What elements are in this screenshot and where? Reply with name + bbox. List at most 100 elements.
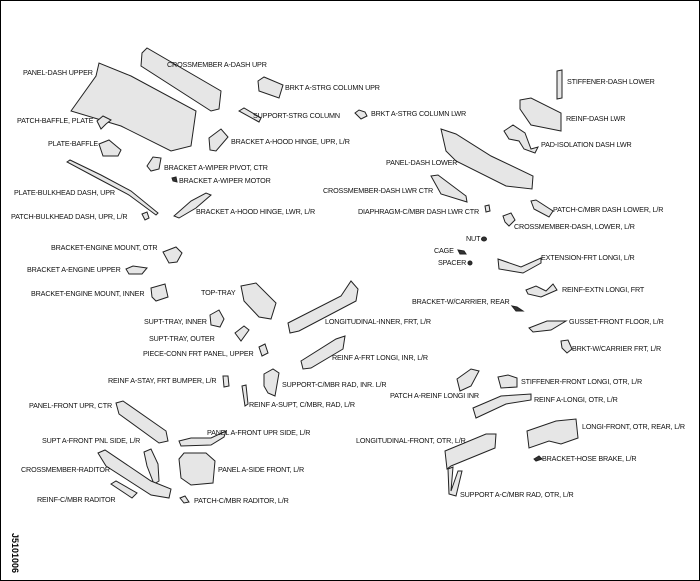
label-longitudinal-front-otr: LONGITUDINAL-FRONT, OTR, L/R xyxy=(356,436,466,445)
patch-reinf-longi-inr-part xyxy=(456,368,480,392)
spacer-part xyxy=(467,260,473,266)
label-stiffener-dash-lower: STIFFENER-DASH LOWER xyxy=(567,77,655,86)
label-brkt-wcarrier-frt: BRKT-W/CARRIER FRT, L/R xyxy=(572,344,662,353)
brkt-strg-column-upr-part xyxy=(257,76,284,99)
label-patch-cmbr-dash-lower: PATCH-C/MBR DASH LOWER, L/R xyxy=(553,205,664,214)
label-plate-baffle: PLATE-BAFFLE xyxy=(48,139,98,148)
panel-front-upr-ctr-part xyxy=(115,400,169,444)
reinf-frt-longi-inr-part xyxy=(300,335,346,370)
panel-dash-lower-part xyxy=(440,128,534,190)
top-tray-part xyxy=(240,282,277,320)
label-plate-bulkhead-dash-upr: PLATE-BULKHEAD DASH, UPR xyxy=(14,188,115,197)
reinf-cmbr-raditor-part xyxy=(110,480,138,499)
label-extension-frt-longi: EXTENSION-FRT LONGI, L/R xyxy=(541,253,635,262)
extension-frt-longi-part xyxy=(497,257,542,274)
bracket-wcarrier-rear-part xyxy=(510,305,525,312)
label-bracket-hose-brake: BRACKET-HOSE BRAKE, L/R xyxy=(542,454,637,463)
supt-tray-outer-part xyxy=(234,325,250,342)
longitudinal-front-otr-part xyxy=(444,433,497,470)
label-reinf-supt-cmbr: REINF A-SUPT, C/MBR, RAD, L/R xyxy=(249,400,355,409)
stiffener-dash-lower-part xyxy=(556,69,563,100)
label-bracket-wcarrier-rear: BRACKET-W/CARRIER, REAR xyxy=(412,297,510,306)
label-crossmember-dash-lwr-ctr: CROSSMEMBER-DASH LWR CTR xyxy=(323,186,434,195)
panel-front-upr-side-part xyxy=(178,430,227,447)
label-diaphragm: DIAPHRAGM-C/MBR DASH LWR CTR xyxy=(358,207,480,216)
crossmember-dash-lwr-ctr-part xyxy=(430,174,468,203)
brkt-strg-column-lwr-part xyxy=(354,109,368,120)
label-brkt-strg-column-upr: BRKT A-STRG COLUMN UPR xyxy=(285,83,380,92)
label-supt-tray-outer: SUPT-TRAY, OUTER xyxy=(149,334,215,343)
label-panel-side-front: PANEL A-SIDE FRONT, L/R xyxy=(218,465,305,474)
support-strg-column-part xyxy=(237,107,262,123)
bracket-wiper-pivot-part xyxy=(146,156,162,172)
reinf-extn-longi-part xyxy=(525,283,558,298)
label-longitudinal-inner: LONGITUDINAL-INNER, FRT, L/R xyxy=(325,317,431,326)
nut-part xyxy=(481,236,487,242)
label-reinf-cmbr-raditor: REINF-C/MBR RADITOR xyxy=(37,495,116,504)
label-brkt-strg-column-lwr: BRKT A-STRG COLUMN LWR xyxy=(371,109,467,118)
bracket-engine-mount-inner-part xyxy=(150,283,169,302)
support-cmbr-rad-otr-part xyxy=(447,466,463,497)
label-top-tray: TOP-TRAY xyxy=(201,288,236,297)
label-crossmember-a-dash-upr: CROSSMEMBER A-DASH UPR xyxy=(167,60,267,69)
label-nut: NUT xyxy=(466,234,481,243)
label-cage: CAGE xyxy=(434,246,454,255)
longitudinal-inner-part xyxy=(287,280,359,334)
pad-isolation-dash-lwr-part xyxy=(503,124,539,154)
bracket-wiper-motor-part xyxy=(171,176,178,183)
label-bracket-hood-hinge-lwr: BRACKET A-HOOD HINGE, LWR, L/R xyxy=(196,207,316,216)
supt-tray-inner-part xyxy=(209,309,225,328)
bracket-engine-upper-part xyxy=(125,265,148,275)
label-reinf-dash-lwr: REINF-DASH LWR xyxy=(566,114,626,123)
bracket-engine-mount-otr-part xyxy=(162,246,183,264)
plate-bulkhead-dash-upr-part xyxy=(66,159,159,216)
label-piece-conn: PIECE-CONN FRT PANEL, UPPER xyxy=(143,349,254,358)
stiffener-front-longi-part xyxy=(497,374,518,389)
label-spacer: SPACER xyxy=(438,258,467,267)
label-stiffener-front-longi: STIFFENER-FRONT LONGI, OTR, L/R xyxy=(521,377,643,386)
longi-front-otr-rear-part xyxy=(526,418,579,449)
label-crossmember-raditor: CROSSMEMBER-RADITOR xyxy=(21,465,110,474)
label-panel-dash-lower: PANEL-DASH LOWER xyxy=(386,158,458,167)
label-bracket-hood-hinge-upr: BRACKET A-HOOD HINGE, UPR, L/R xyxy=(231,137,350,146)
panel-dash-upper-part xyxy=(70,62,197,152)
label-bracket-wiper-pivot: BRACKET A-WIPER PIVOT, CTR xyxy=(164,163,268,172)
piece-conn-part xyxy=(258,343,269,357)
label-support-strg-column: SUPPORT-STRG COLUMN xyxy=(253,111,340,120)
reinf-supt-cmbr-part xyxy=(241,384,249,407)
label-support-cmbr-rad-inr: SUPPORT-C/MBR RAD, INR. L/R xyxy=(282,380,387,389)
bracket-hood-hinge-upr-part xyxy=(208,128,229,152)
label-pad-isolation-dash-lwr: PAD-ISOLATION DASH LWR xyxy=(541,140,632,149)
label-patch-bulkhead-dash: PATCH-BULKHEAD DASH, UPR, L/R xyxy=(11,212,128,221)
panel-side-front-part xyxy=(178,452,216,486)
crossmember-dash-lower-part xyxy=(502,212,516,227)
patch-baffle-plate-part xyxy=(96,115,112,130)
label-support-cmbr-rad-otr: SUPPORT A-C/MBR RAD, OTR, L/R xyxy=(460,490,574,499)
label-longi-front-otr-rear: LONGI-FRONT, OTR, REAR, L/R xyxy=(582,422,685,431)
label-reinf-stay-bumper: REINF A-STAY, FRT BUMPER, L/R xyxy=(108,376,217,385)
gusset-front-floor-part xyxy=(528,320,568,333)
label-panel-dash-upper: PANEL-DASH UPPER xyxy=(23,68,93,77)
bracket-hose-brake-part xyxy=(533,455,543,462)
label-reinf-longi-otr: REINF A-LONGI, OTR, L/R xyxy=(534,395,618,404)
label-panel-front-upr-ctr: PANEL-FRONT UPR, CTR xyxy=(29,401,112,410)
reinf-longi-otr-part xyxy=(472,393,532,419)
supt-front-pnl-side-part xyxy=(143,448,160,485)
reinf-stay-bumper-part xyxy=(222,375,230,388)
label-supt-tray-inner: SUPT-TRAY, INNER xyxy=(144,317,207,326)
crossmember-raditor-part xyxy=(97,449,172,499)
label-gusset-front-floor: GUSSET-FRONT FLOOR, L/R xyxy=(569,317,664,326)
label-patch-baffle-plate: PATCH-BAFFLE, PLATE xyxy=(17,116,94,125)
support-cmbr-rad-inr-part xyxy=(263,368,280,397)
patch-cmbr-dash-lower-part xyxy=(530,199,554,218)
label-crossmember-dash-lower: CROSSMEMBER-DASH, LOWER, L/R xyxy=(514,222,635,231)
label-bracket-engine-mount-otr: BRACKET-ENGINE MOUNT, OTR xyxy=(51,243,158,252)
patch-cmbr-raditor-part xyxy=(179,495,190,504)
label-reinf-frt-longi-inr: REINF A-FRT LONGI, INR, L/R xyxy=(332,353,428,362)
diaphragm-part xyxy=(484,204,491,213)
label-panel-front-upr-side: PANEL A-FRONT UPR SIDE, L/R xyxy=(207,428,311,437)
label-patch-reinf-longi-inr: PATCH A-REINF LONGI INR xyxy=(390,391,479,400)
crossmember-a-dash-upr-part xyxy=(140,47,222,112)
